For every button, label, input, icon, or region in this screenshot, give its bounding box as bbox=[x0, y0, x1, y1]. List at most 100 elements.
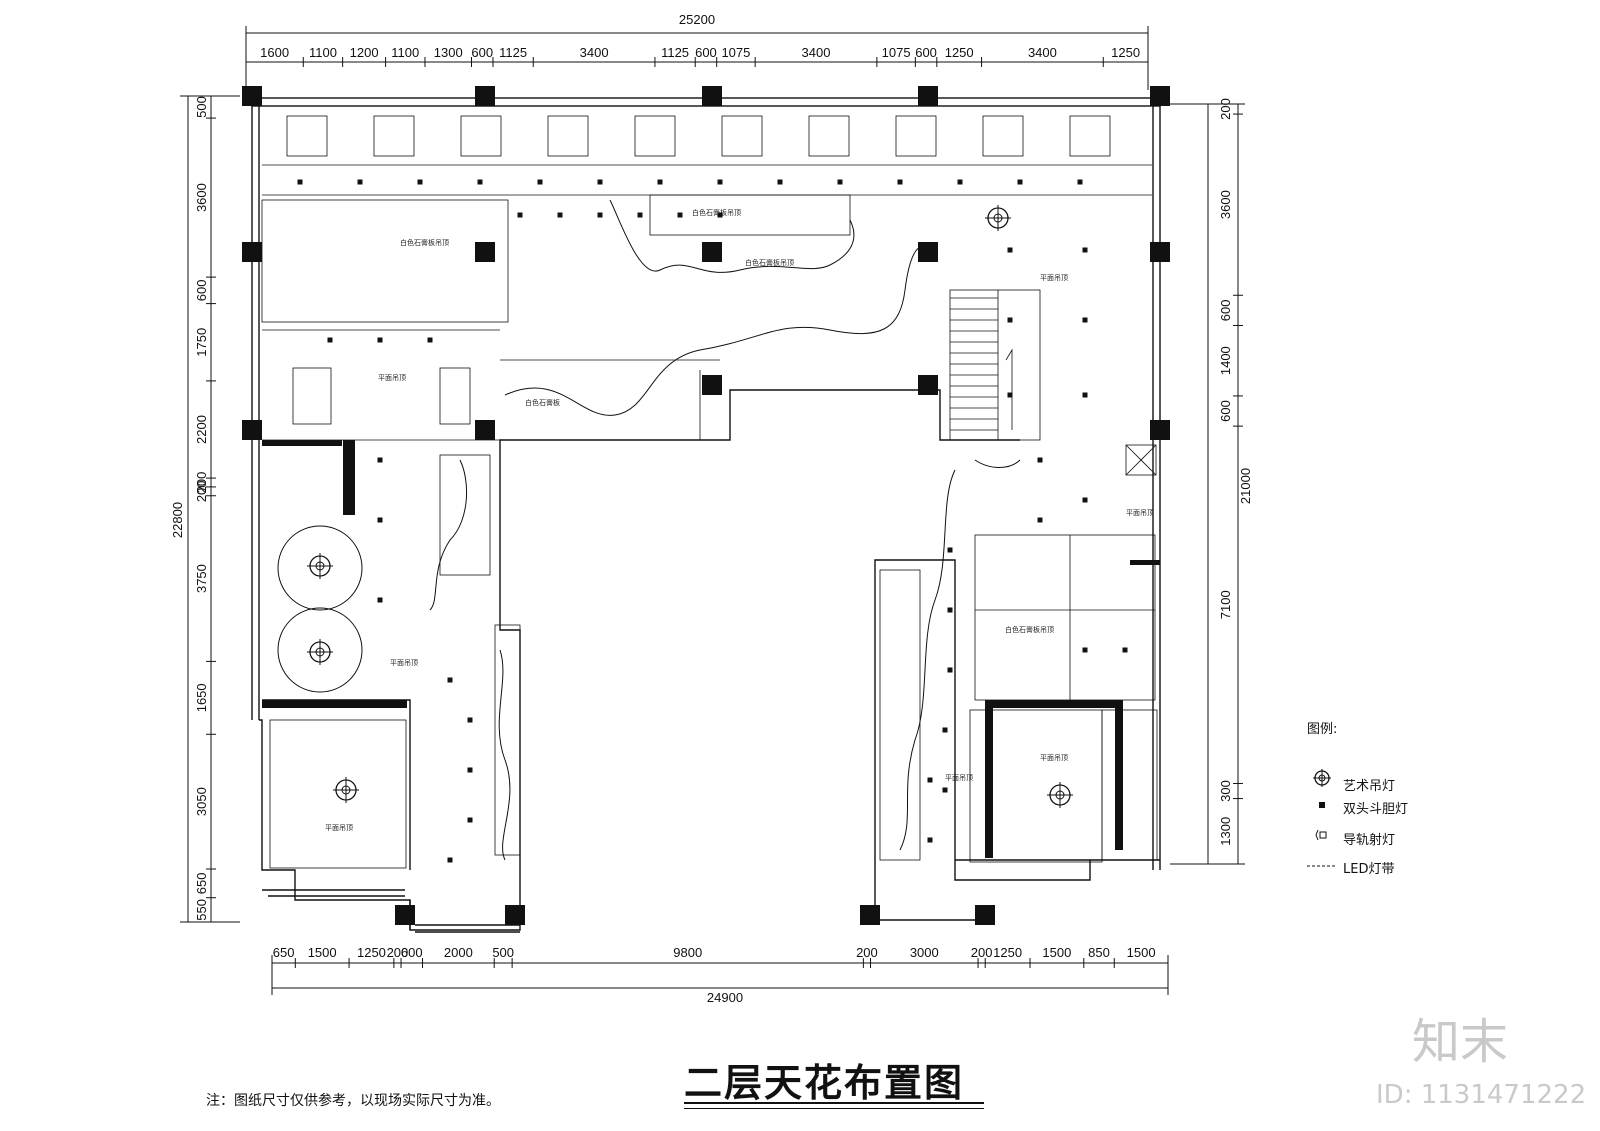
top-dim-segment: 1075 bbox=[721, 45, 750, 60]
column bbox=[475, 420, 495, 440]
double-spotlight-marker bbox=[1082, 392, 1088, 398]
left-dim-segment: 1650 bbox=[194, 683, 209, 712]
wavy-led-ceiling-curves bbox=[429, 199, 1021, 861]
double-spotlight-marker bbox=[477, 179, 483, 185]
ceiling-label-1: 白色石膏板吊顶 bbox=[400, 238, 449, 247]
top-dim-segment: 1300 bbox=[434, 45, 463, 60]
bottom-dim-segment: 200 bbox=[971, 945, 993, 960]
chandelier-marker bbox=[985, 205, 1011, 231]
legend-item-chandelier: 艺术吊灯 bbox=[1307, 768, 1395, 794]
title-underline-thin bbox=[684, 1108, 984, 1109]
top-dim-segment: 1075 bbox=[882, 45, 911, 60]
left-dim-segment: 650 bbox=[194, 872, 209, 894]
double-spotlight-marker bbox=[942, 727, 948, 733]
legend-item-led-strip: LED灯带 bbox=[1307, 858, 1394, 877]
flat-label-1: 平面吊顶 bbox=[1040, 274, 1068, 282]
column bbox=[975, 905, 995, 925]
bottom-dim-segment: 1500 bbox=[1042, 945, 1071, 960]
column bbox=[702, 375, 722, 395]
display-box bbox=[634, 115, 676, 157]
double-spotlight-marker bbox=[717, 212, 723, 218]
double-spotlight-marker bbox=[377, 457, 383, 463]
bottom-dim-segment: 1500 bbox=[1127, 945, 1156, 960]
left-dim-segment: 200 bbox=[194, 472, 209, 494]
bottom-dim-segment: 650 bbox=[273, 945, 295, 960]
left-dim-segment: 3750 bbox=[194, 564, 209, 593]
bottom-dim-segment: 1250 bbox=[993, 945, 1022, 960]
double-spotlight-marker bbox=[927, 777, 933, 783]
double-spotlight-marker bbox=[1007, 317, 1013, 323]
display-box bbox=[1069, 115, 1111, 157]
legend-label-double-spotlight: 双头斗胆灯 bbox=[1343, 802, 1409, 817]
bottom-total-dimension: 24900 bbox=[707, 990, 743, 1005]
double-spotlight-marker bbox=[377, 517, 383, 523]
right-dim-segment: 600 bbox=[1218, 300, 1233, 322]
flat-label-2: 平面吊顶 bbox=[378, 374, 406, 382]
display-box bbox=[547, 115, 589, 157]
double-spotlight-marker bbox=[837, 179, 843, 185]
bottom-dim-segment: 850 bbox=[1088, 945, 1110, 960]
watermark-brand: 知末 bbox=[1412, 1014, 1509, 1070]
display-box bbox=[982, 115, 1024, 157]
left-dim-segment: 600 bbox=[194, 280, 209, 302]
bottom-dim-segment: 2000 bbox=[444, 945, 473, 960]
double-spotlight-marker bbox=[777, 179, 783, 185]
left-dim-segment: 2200 bbox=[194, 415, 209, 444]
bottom-dim-segment: 200 bbox=[856, 945, 878, 960]
double-spotlight-marker bbox=[947, 607, 953, 613]
double-spotlight-marker bbox=[1082, 317, 1088, 323]
double-spotlight-marker bbox=[1122, 647, 1128, 653]
column bbox=[702, 86, 722, 106]
left-dim-segment: 3050 bbox=[194, 787, 209, 816]
double-spotlight-marker bbox=[377, 337, 383, 343]
double-spotlight-marker bbox=[1037, 457, 1043, 463]
top-total-dimension: 25200 bbox=[679, 12, 715, 27]
top-dim-segment: 1100 bbox=[391, 45, 419, 60]
bottom-dim-segment: 1250 bbox=[357, 945, 386, 960]
column bbox=[918, 375, 938, 395]
double-spotlight-marker bbox=[517, 212, 523, 218]
bottom-dim-segment: 600 bbox=[401, 945, 423, 960]
legend-title: 图例: bbox=[1307, 722, 1338, 737]
ceiling-label-4: 白色石膏板吊顶 bbox=[1005, 625, 1054, 634]
interior-partitions bbox=[261, 164, 1158, 869]
double-spotlight-marker bbox=[447, 857, 453, 863]
display-box bbox=[895, 115, 937, 157]
left-dim-segment: 500 bbox=[194, 96, 209, 118]
double-spotlight-marker bbox=[1007, 392, 1013, 398]
drawing-note: 注：图纸尺寸仅供参考，以现场实际尺寸为准。 bbox=[206, 1093, 500, 1109]
top-dim-segment: 1250 bbox=[945, 45, 974, 60]
top-dim-segment: 600 bbox=[695, 45, 717, 60]
column bbox=[395, 905, 415, 925]
right-dim-segment: 7100 bbox=[1218, 590, 1233, 619]
flat-label-6: 平面吊顶 bbox=[945, 774, 973, 782]
left-dim-segment: 3600 bbox=[194, 183, 209, 212]
left-dim-segment: 550 bbox=[194, 899, 209, 921]
bottom-dim-segment: 500 bbox=[492, 945, 514, 960]
left-total-dimension: 22800 bbox=[170, 502, 185, 538]
double-spotlight-marker bbox=[947, 547, 953, 553]
legend-label-chandelier: 艺术吊灯 bbox=[1343, 779, 1396, 794]
right-dim-segment: 3600 bbox=[1218, 190, 1233, 219]
double-spotlight-marker bbox=[467, 717, 473, 723]
drawing-title: 二层天花布置图 bbox=[684, 1060, 965, 1105]
column bbox=[1150, 242, 1170, 262]
double-spotlight-marker bbox=[1082, 497, 1088, 503]
double-spotlight-marker bbox=[597, 212, 603, 218]
double-spotlight-marker bbox=[1082, 647, 1088, 653]
right-total-dimension: 21000 bbox=[1238, 468, 1253, 504]
round-fitting-rooms bbox=[277, 525, 363, 693]
top-dim-segment: 1100 bbox=[309, 45, 337, 60]
top-dim-segment: 600 bbox=[471, 45, 493, 60]
column bbox=[475, 86, 495, 106]
double-spotlight-marker bbox=[927, 837, 933, 843]
right-dim-segment: 1300 bbox=[1218, 817, 1233, 846]
double-spotlight-marker bbox=[1082, 247, 1088, 253]
double-spotlight-marker bbox=[417, 179, 423, 185]
double-spotlight-marker bbox=[1017, 179, 1023, 185]
legend-label-track-spotlight: 导轨射灯 bbox=[1343, 833, 1396, 848]
legend-item-track-spotlight: 导轨射灯 bbox=[1307, 828, 1395, 848]
display-box bbox=[808, 115, 850, 157]
